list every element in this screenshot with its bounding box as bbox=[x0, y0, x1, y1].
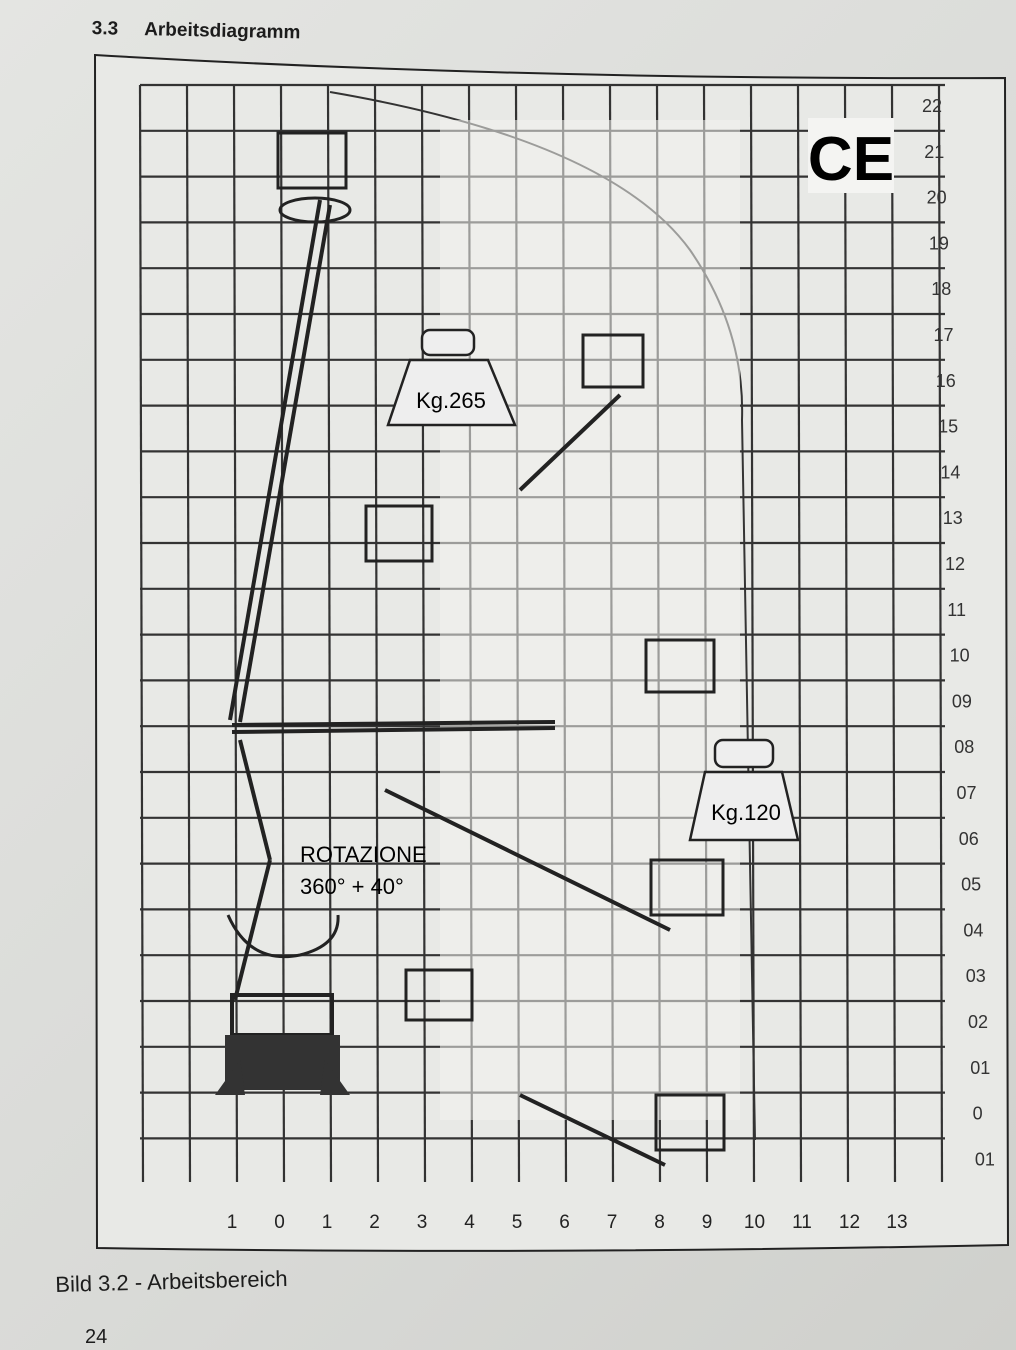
x-tick-label: 4 bbox=[464, 1212, 475, 1233]
y-tick-label: 13 bbox=[943, 508, 963, 528]
y-tick-label: 20 bbox=[927, 188, 947, 208]
y-tick-label: 04 bbox=[963, 920, 983, 940]
x-tick-label: 9 bbox=[702, 1212, 713, 1233]
y-tick-label: 12 bbox=[945, 554, 965, 574]
y-axis-labels: 22 21 20 19 18 17 16 15 14 13 12 11 10 09 08 07 06 05 04 03… bbox=[922, 96, 995, 1169]
chassis bbox=[215, 993, 350, 1095]
x-tick-label: 13 bbox=[886, 1212, 907, 1233]
y-tick-label: 22 bbox=[922, 96, 942, 116]
telescopic-boom bbox=[228, 199, 671, 1167]
y-tick-label: 06 bbox=[959, 829, 979, 849]
y-tick-label: 10 bbox=[950, 646, 970, 666]
y-tick-label: 07 bbox=[957, 783, 977, 803]
y-tick-label: 01 bbox=[970, 1058, 990, 1078]
x-tick-label: 8 bbox=[654, 1212, 665, 1233]
page-number: 24 bbox=[85, 1326, 108, 1348]
section-number: 3.3 bbox=[91, 18, 119, 40]
rotation-value: 360° + 40° bbox=[300, 874, 404, 899]
rotation-arrow-bottom bbox=[226, 914, 340, 959]
load-weight-265 bbox=[386, 328, 517, 427]
platforms bbox=[276, 131, 726, 1152]
y-tick-label: 09 bbox=[952, 691, 972, 711]
section-title: Arbeitsdiagramm bbox=[143, 19, 301, 44]
y-tick-label: 18 bbox=[931, 279, 951, 299]
x-tick-label: 1 bbox=[322, 1212, 333, 1233]
x-tick-label: 11 bbox=[792, 1212, 812, 1233]
working-range-diagram: Kg.265 Kg.120 ROTAZIONE 360° + 40° CE 22… bbox=[93, 53, 1010, 1252]
rotation-label: ROTAZIONE bbox=[300, 842, 427, 867]
y-tick-label: 03 bbox=[966, 966, 986, 986]
load-label-low: Kg.120 bbox=[711, 800, 781, 825]
y-tick-label: 16 bbox=[936, 371, 956, 391]
section-heading: 3.3 Arbeitsdiagramm bbox=[92, 18, 327, 45]
y-tick-label: 01 bbox=[975, 1149, 995, 1169]
y-tick-label: 15 bbox=[938, 417, 958, 437]
x-tick-label: 3 bbox=[417, 1212, 428, 1233]
x-tick-label: 10 bbox=[744, 1212, 765, 1233]
ce-mark: CE bbox=[808, 125, 894, 194]
x-tick-label: 0 bbox=[274, 1212, 285, 1233]
y-tick-label: 02 bbox=[968, 1012, 988, 1032]
y-tick-label: 19 bbox=[929, 233, 949, 253]
x-tick-label: 12 bbox=[839, 1212, 860, 1233]
y-tick-label: 0 bbox=[973, 1104, 983, 1124]
y-tick-label: 08 bbox=[954, 737, 974, 757]
x-tick-label: 2 bbox=[369, 1212, 380, 1233]
y-tick-label: 05 bbox=[961, 875, 981, 895]
x-tick-label: 5 bbox=[512, 1212, 523, 1233]
load-weight-120 bbox=[688, 738, 800, 842]
x-tick-label: 6 bbox=[559, 1212, 570, 1233]
x-tick-label: 7 bbox=[607, 1212, 618, 1233]
y-tick-label: 14 bbox=[940, 462, 960, 482]
y-tick-label: 17 bbox=[934, 325, 954, 345]
y-tick-label: 21 bbox=[924, 142, 944, 162]
y-tick-label: 11 bbox=[947, 600, 966, 620]
rotation-arrow-top bbox=[278, 196, 352, 224]
figure-caption: Bild 3.2 - Arbeitsbereich bbox=[55, 1265, 288, 1297]
x-tick-label: 1 bbox=[227, 1212, 238, 1233]
load-label-high: Kg.265 bbox=[416, 388, 486, 413]
